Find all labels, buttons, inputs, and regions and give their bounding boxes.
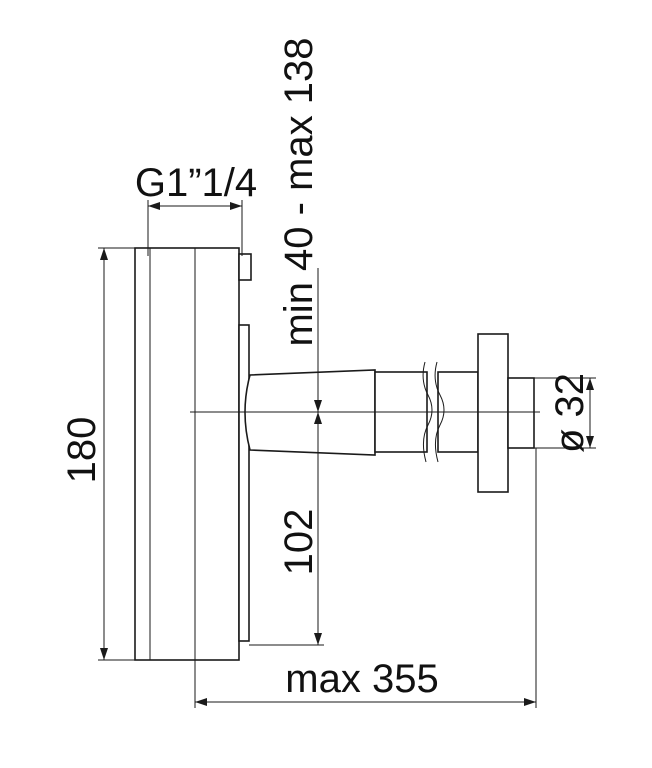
arrow (100, 248, 108, 260)
height-total-label: 180 (60, 417, 104, 484)
dim-diameter: ø 32 (534, 373, 596, 453)
body-outline (134, 247, 240, 661)
max-depth-label: max 355 (285, 657, 438, 701)
dim-adjust-range: min 40 - max 138 (277, 37, 322, 412)
spout (244, 333, 535, 493)
dim-outlet-height: 102 (249, 412, 324, 646)
arrow (586, 378, 594, 390)
diameter-label: ø 32 (548, 373, 592, 453)
thread-label: G1”1/4 (135, 161, 257, 205)
arrow (524, 698, 536, 706)
arrow (230, 202, 242, 210)
dim-max-depth: max 355 (194, 448, 537, 708)
dim-thread: G1”1/4 (135, 161, 257, 256)
arrow (314, 633, 322, 645)
break-line-right (434, 361, 445, 463)
adjust-range-label: min 40 - max 138 (277, 37, 321, 346)
main-body (134, 247, 252, 661)
flange (477, 333, 509, 493)
arrow (148, 202, 160, 210)
arrow (100, 648, 108, 660)
thread-nub (238, 253, 252, 281)
arrow (195, 698, 207, 706)
break-line-left (422, 361, 433, 463)
outlet-height-label: 102 (277, 509, 321, 576)
arrow (586, 436, 594, 448)
outlet-stub (507, 377, 535, 449)
mounting-ledge (238, 324, 250, 642)
dim-height-total: 180 (60, 247, 140, 661)
arrow (314, 412, 322, 424)
arrow (314, 400, 322, 412)
